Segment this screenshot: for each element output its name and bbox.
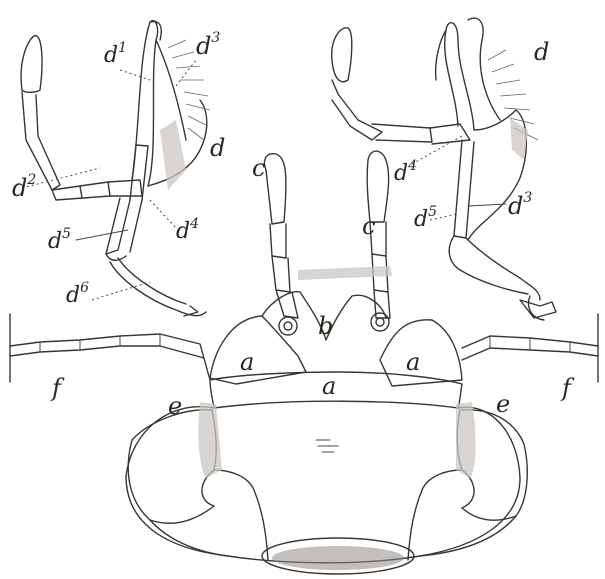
label-d5-right: d5 [414,204,437,232]
label-b: b [318,312,333,340]
label-e-left: e [168,392,182,420]
label-d4-left: d4 [176,216,199,244]
label-d-right: d [534,38,549,66]
label-c-left-antenna: c [252,154,265,182]
label-d2: d2 [12,172,36,202]
figure-labels: d1 d3 d d2 d4 d5 d6 d d4 d5 d3 c c b a a… [12,30,575,420]
label-d6: d6 [66,280,89,308]
label-d5-left: d5 [48,226,71,254]
label-d1: d1 [104,40,127,68]
label-f-right: f [560,374,575,402]
label-e-right: e [496,390,510,418]
label-d-left: d [210,134,225,162]
label-a-center: a [322,372,336,400]
label-a-left: a [240,348,254,376]
label-d3-right: d3 [508,190,532,220]
label-c-right-antenna: c [362,212,375,240]
label-d4-right: d4 [394,158,417,186]
label-f-left: f [50,374,65,402]
label-d3-left: d3 [196,30,220,60]
label-a-right: a [406,348,420,376]
